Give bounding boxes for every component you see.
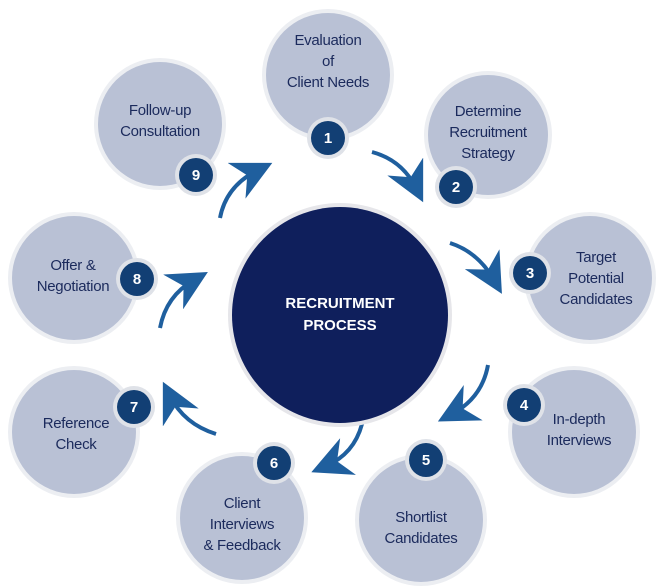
step-number-badge: 1: [311, 121, 345, 155]
step-number-badge: 4: [507, 388, 541, 422]
step-number-badge: 6: [257, 446, 291, 480]
arrow-1-to-2: [371, 150, 424, 203]
step-label: Offer & Negotiation: [36, 257, 110, 295]
step-shortlist-candidates: Shortlist Candidates: [359, 458, 483, 582]
step-number-badge: 2: [439, 170, 473, 204]
step-number-badge: 5: [409, 443, 443, 477]
arrow-7-to-8: [158, 272, 208, 329]
step-label: Reference Check: [42, 415, 110, 453]
step-label: Shortlist Candidates: [384, 509, 458, 547]
recruitment-process-hub: RECRUITMENT PROCESS: [232, 207, 448, 423]
arrow-3-to-4: [437, 364, 490, 422]
step-target-potential-candidates: Target Potential Candidates: [528, 216, 652, 340]
step-label: Determine Recruitment Strategy: [449, 102, 527, 162]
step-in-depth-interviews: In-depth Interviews: [512, 370, 636, 494]
step-number-badge: 8: [120, 262, 154, 296]
step-reference-check: Reference Check: [12, 370, 136, 494]
arrow-2-to-3: [449, 241, 502, 294]
step-determine-recruitment-strategy: Determine Recruitment Strategy: [428, 75, 548, 195]
step-label: Target Potential Candidates: [559, 248, 633, 308]
arrow-8-to-9: [218, 162, 273, 219]
step-number-badge: 7: [117, 390, 151, 424]
step-label: Evaluation of Client Needs: [286, 31, 370, 91]
step-label: Follow-up Consultation: [120, 102, 200, 140]
step-number-badge: 3: [513, 256, 547, 290]
step-number-badge: 9: [179, 158, 213, 192]
step-offer-negotiation: Offer & Negotiation: [12, 216, 136, 340]
step-evaluation-client-needs: Evaluation of Client Needs: [266, 13, 390, 137]
arrow-6-to-7: [162, 381, 217, 436]
step-label: In-depth Interviews: [546, 411, 612, 449]
arrow-5-to-6: [311, 423, 364, 475]
step-label: Client Interviews & Feedback: [203, 494, 281, 554]
